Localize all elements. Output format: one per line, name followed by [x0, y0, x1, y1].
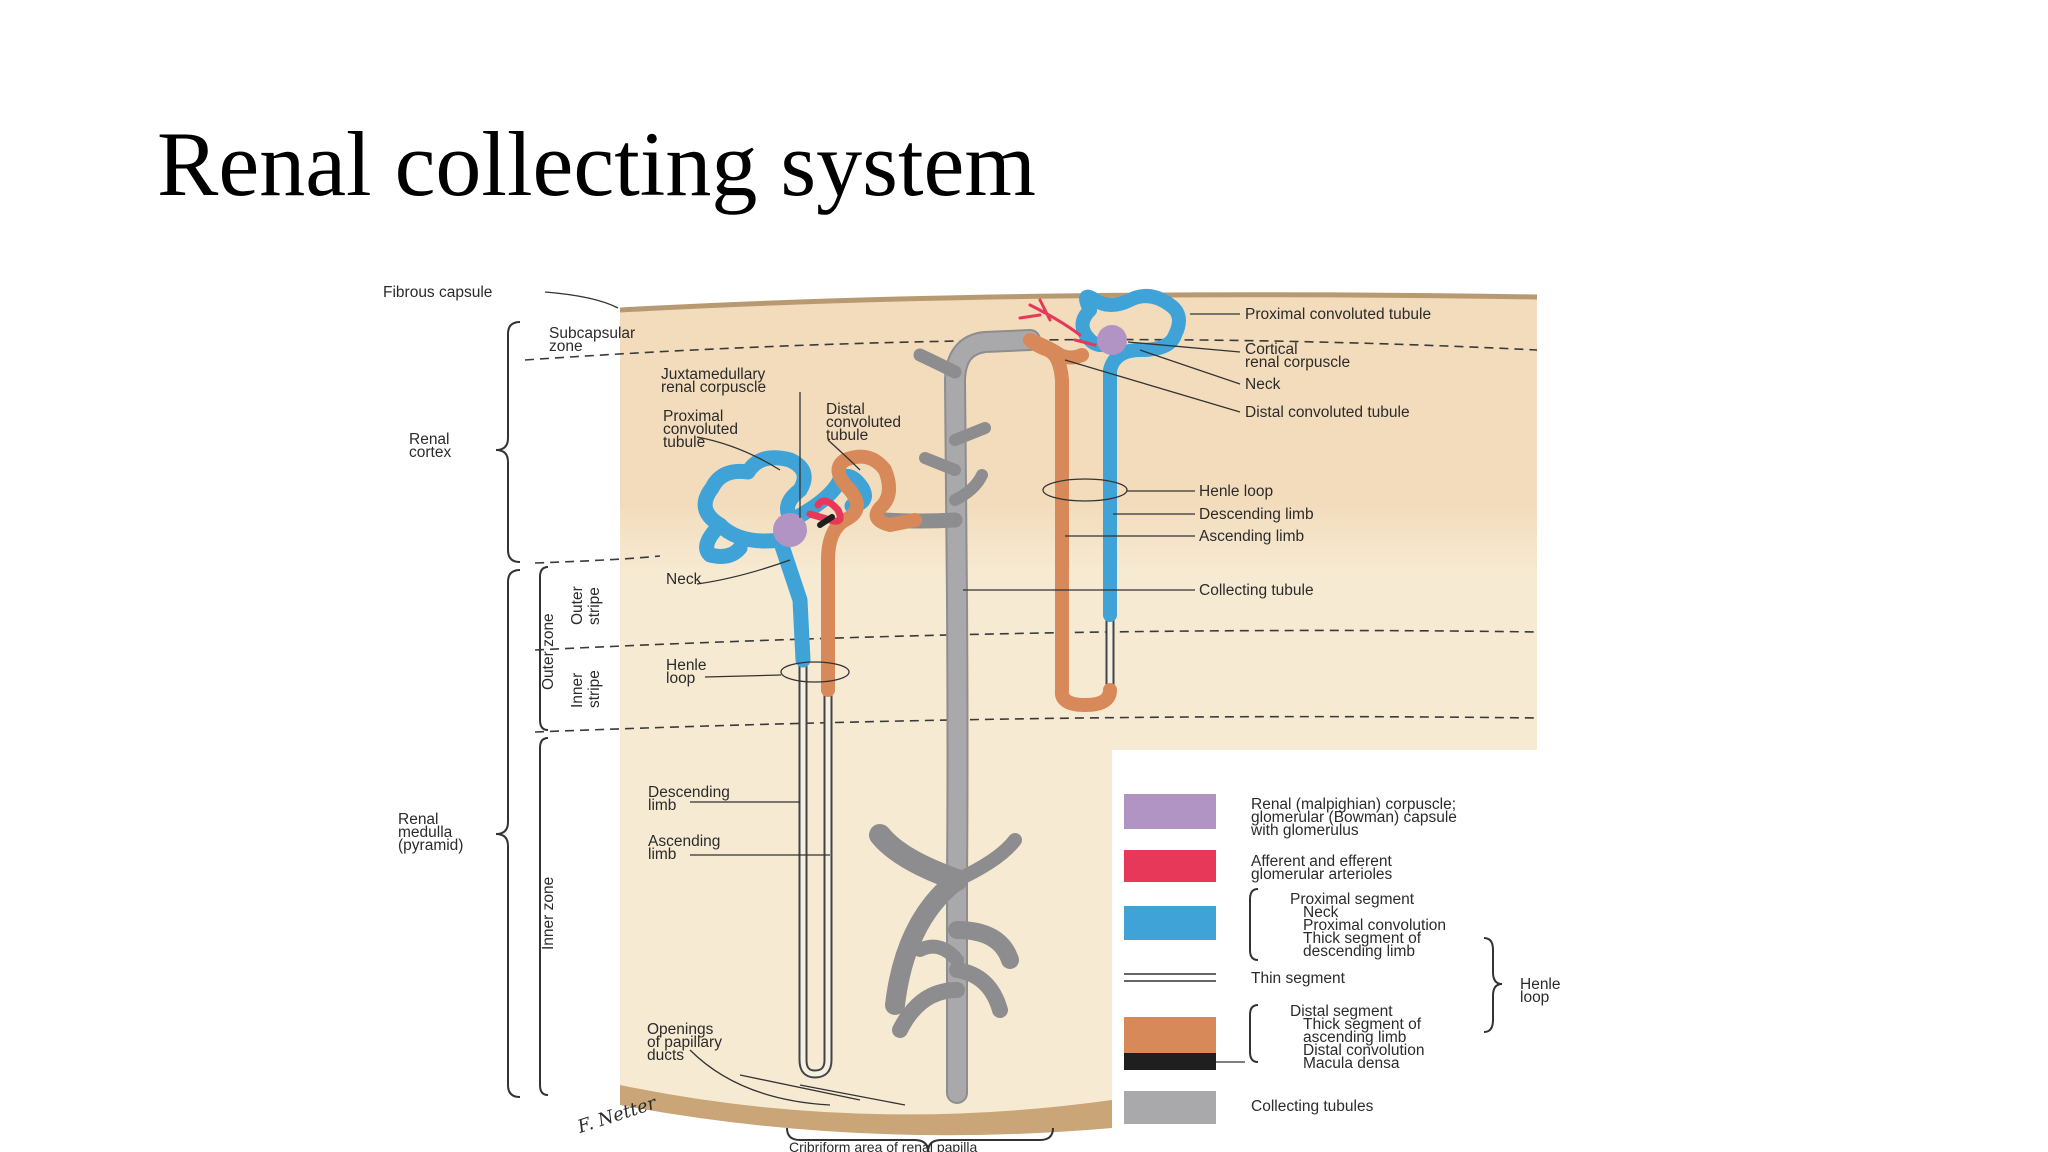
legend-distal-text: Distal segment: [1290, 1003, 1393, 1020]
ascending-left-label: Ascending: [648, 833, 720, 850]
ascending-left-label-2: limb: [648, 846, 676, 863]
legend-swatch-distal: [1124, 1017, 1216, 1053]
zone-braces: [495, 321, 1503, 1152]
outer-stripe-label-2: stripe: [586, 587, 603, 625]
renal-cortex-label: Renal: [409, 431, 450, 448]
cortical-proximal-tubule: [1079, 289, 1186, 622]
legend-corpuscle-text-2: glomerular (Bowman) capsule: [1251, 809, 1457, 826]
legend-swatch-proximal: [1124, 906, 1216, 940]
legend-henle-text: Henle: [1520, 976, 1561, 993]
legend-arterioles-text: Afferent and efferent: [1251, 853, 1392, 870]
inner-stripe-boundary: [534, 715, 1538, 733]
cortex-medulla-boundary: [534, 555, 661, 564]
cortical-renal-corpuscle: [1097, 325, 1127, 355]
collecting-duct-fill: [945, 331, 1039, 1102]
fibrous-capsule-edge: [619, 292, 1538, 313]
openings-label-2: of papillary: [647, 1034, 722, 1051]
openings-label-3: ducts: [647, 1047, 684, 1064]
renal-medulla-label-2: medulla: [398, 824, 453, 841]
henle-right-label: Henle loop: [1199, 483, 1273, 500]
legend-macula-text: Macula densa: [1303, 1055, 1400, 1072]
henle-left-label: Henle: [666, 657, 707, 674]
juxtamedullary-nephron: [697, 449, 922, 1079]
legend-swatch-macula: [1124, 1053, 1216, 1070]
outer-zone-label: Outer zone: [540, 613, 557, 690]
proximal-left-label: Proximal: [663, 408, 723, 425]
jm-proximal-loop: [699, 517, 748, 564]
juxtamedullary-label-2: renal corpuscle: [661, 379, 766, 396]
legend-henle-text-2: loop: [1520, 989, 1549, 1006]
legend-arterioles-text-2: glomerular arterioles: [1251, 866, 1393, 883]
descending-right-label: Descending limb: [1199, 506, 1314, 523]
renal-cortex-label-2: cortex: [409, 444, 451, 461]
legend-collecting-text: Collecting tubules: [1251, 1098, 1374, 1115]
legend-thin-text: Thin segment: [1251, 970, 1346, 987]
subcapsular-zone-label-2: zone: [549, 338, 583, 355]
subcapsular-zone-label: Subcapsular: [549, 325, 635, 342]
legend-corpuscle-text: Renal (malpighian) corpuscle;: [1251, 796, 1456, 813]
collecting-tubule-label: Collecting tubule: [1199, 582, 1314, 599]
outer-stripe-label: Outer: [569, 586, 586, 625]
legend: Renal (malpighian) corpuscle; glomerular…: [1124, 794, 1561, 1124]
legend-corpuscle-text-3: with glomerulus: [1250, 822, 1359, 839]
renal-medulla-label-3: (pyramid): [398, 837, 463, 854]
jm-arterioles: [806, 497, 844, 525]
inner-stripe-label-2: stripe: [586, 670, 603, 708]
legend-swatch-collecting: [1124, 1091, 1216, 1124]
cortical-distal-convolution: [1023, 333, 1089, 365]
cortical-labels: Proximal convoluted tubule Cortical rena…: [1199, 306, 1431, 599]
papilla-tip: [620, 1085, 1112, 1136]
juxtamedullary-label: Juxtamedullary: [661, 366, 765, 383]
cortical-label-2: renal corpuscle: [1245, 354, 1350, 371]
slide-title: Renal collecting system: [157, 113, 1036, 215]
distal-right-label: Distal convoluted tubule: [1245, 404, 1410, 421]
legend-proximal-text-4: Thick segment of: [1303, 930, 1422, 947]
descending-left-label: Descending: [648, 784, 730, 801]
cribriform-label: Cribriform area of renal papilla: [789, 1139, 978, 1152]
legend-proximal-text: Proximal segment: [1290, 891, 1415, 908]
proximal-left-label-3: tubule: [663, 434, 705, 451]
renal-medulla-label: Renal: [398, 811, 439, 828]
cortical-henle-loop-ring: [1042, 478, 1128, 502]
ascending-right-label: Ascending limb: [1199, 528, 1304, 545]
legend-proximal-text-2: Neck: [1303, 904, 1339, 921]
legend-proximal-text-3: Proximal convolution: [1303, 917, 1446, 934]
descending-left-label-2: limb: [648, 797, 676, 814]
legend-proximal-text-5: descending limb: [1303, 943, 1415, 960]
legend-swatch-arterioles: [1124, 850, 1216, 882]
neck-right-label: Neck: [1245, 376, 1281, 393]
legend-distal-text-3: ascending limb: [1303, 1029, 1406, 1046]
leader-lines: [544, 291, 1245, 1106]
jm-henle-loop-ring: [780, 661, 850, 683]
jm-macula-densa: [817, 514, 835, 528]
cortical-label: Cortical: [1245, 341, 1298, 358]
jm-thin-segment: [800, 655, 831, 1077]
distal-left-label: Distal: [826, 401, 865, 418]
neck-left-label: Neck: [666, 571, 702, 588]
jm-renal-corpuscle: [773, 513, 807, 547]
distal-left-label-3: tubule: [826, 427, 868, 444]
proximal-left-label-2: convoluted: [663, 421, 738, 438]
fibrous-capsule-label: Fibrous capsule: [383, 284, 492, 301]
proximal-right-label: Proximal convoluted tubule: [1245, 306, 1431, 323]
legend-swatch-corpuscle: [1124, 794, 1216, 829]
cortical-nephron: [1018, 289, 1186, 712]
henle-left-label-2: loop: [666, 670, 695, 687]
zone-labels: Fibrous capsule Subcapsular zone Renal c…: [383, 284, 635, 950]
openings-label: Openings: [647, 1021, 714, 1038]
cortical-arterioles: [1018, 298, 1097, 347]
jm-distal-tubule: [821, 449, 922, 697]
distal-left-label-2: convoluted: [826, 414, 901, 431]
netter-signature: F. Netter: [574, 1092, 660, 1138]
inner-zone-label: Inner zone: [540, 877, 557, 950]
inner-stripe-label: Inner: [569, 673, 586, 708]
legend-distal-text-4: Distal convolution: [1303, 1042, 1424, 1059]
legend-distal-text-2: Thick segment of: [1303, 1016, 1422, 1033]
outer-stripe-boundary: [534, 629, 1538, 651]
